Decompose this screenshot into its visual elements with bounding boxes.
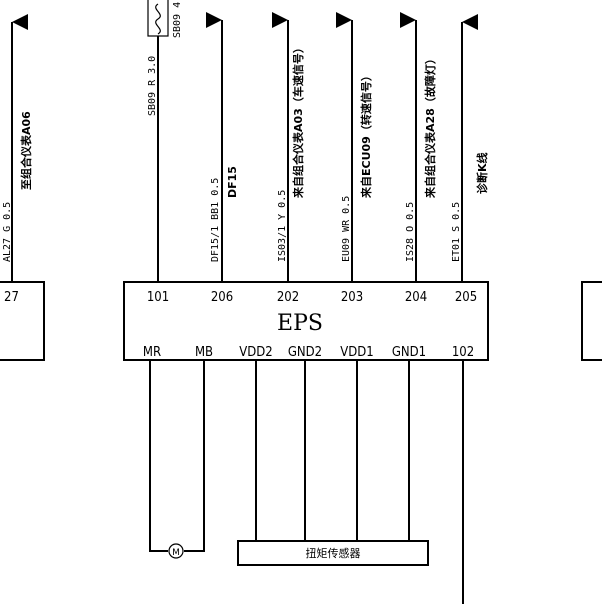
pin-gnd2: GND2 bbox=[288, 345, 322, 360]
wire-is03-code: IS03/1 Y 0.5 bbox=[277, 190, 288, 262]
wire-sb09-code: SB09 R 3.0 bbox=[147, 56, 158, 116]
pin-gnd1: GND1 bbox=[392, 345, 426, 360]
pin-203: 203 bbox=[341, 290, 363, 305]
wire-eu09-dest: 来自ECU09（转速信号） bbox=[359, 70, 373, 199]
pin-205: 205 bbox=[455, 290, 477, 305]
wire-is03-dest: 来自组合仪表A03（车速信号） bbox=[291, 42, 305, 199]
wire-is28-dest: 来自组合仪表A28（故障灯） bbox=[423, 53, 437, 199]
fuse-element-icon bbox=[155, 3, 161, 35]
eps-module-title: EPS bbox=[277, 311, 323, 336]
wire-eu09-code: EU09 WR 0.5 bbox=[341, 196, 352, 262]
pin-102: 102 bbox=[452, 345, 474, 360]
pin-101: 101 bbox=[147, 290, 169, 305]
wire-al27-code: AL27 G 0.5 bbox=[2, 202, 13, 262]
wire-et01-code: ET01 S 0.5 bbox=[451, 202, 462, 262]
motor-icon bbox=[168, 543, 184, 559]
wire-df15-code: DF15/1 BB1 0.5 bbox=[210, 178, 221, 262]
wire-is28-code: IS28 O 0.5 bbox=[405, 202, 416, 262]
pin-mb: MB bbox=[195, 345, 213, 360]
wire-et01-dest: 诊断K线 bbox=[475, 152, 489, 194]
pin-vdd2: VDD2 bbox=[239, 345, 272, 360]
pin-vdd1: VDD1 bbox=[340, 345, 373, 360]
fuse-label: SB09 4 bbox=[172, 2, 183, 38]
wire-df15-dest: DF15 bbox=[226, 166, 239, 198]
torque-sensor-label: 扭矩传感器 bbox=[306, 546, 361, 560]
eps-module-box bbox=[123, 281, 489, 361]
left-connector-pin-label: 27 bbox=[4, 290, 19, 305]
left-connector-box bbox=[0, 281, 45, 361]
wire-al27-dest: 至组合仪表A06 bbox=[19, 111, 33, 190]
fuse-box bbox=[147, 0, 169, 37]
wire-mr bbox=[149, 360, 168, 552]
motor-symbol: M bbox=[172, 548, 180, 558]
pin-206: 206 bbox=[211, 290, 233, 305]
right-connector-box bbox=[581, 281, 602, 361]
pin-mr: MR bbox=[143, 345, 161, 360]
torque-sensor-box bbox=[237, 540, 429, 566]
pin-202: 202 bbox=[277, 290, 299, 305]
wire-mb bbox=[184, 360, 205, 552]
pin-204: 204 bbox=[405, 290, 427, 305]
